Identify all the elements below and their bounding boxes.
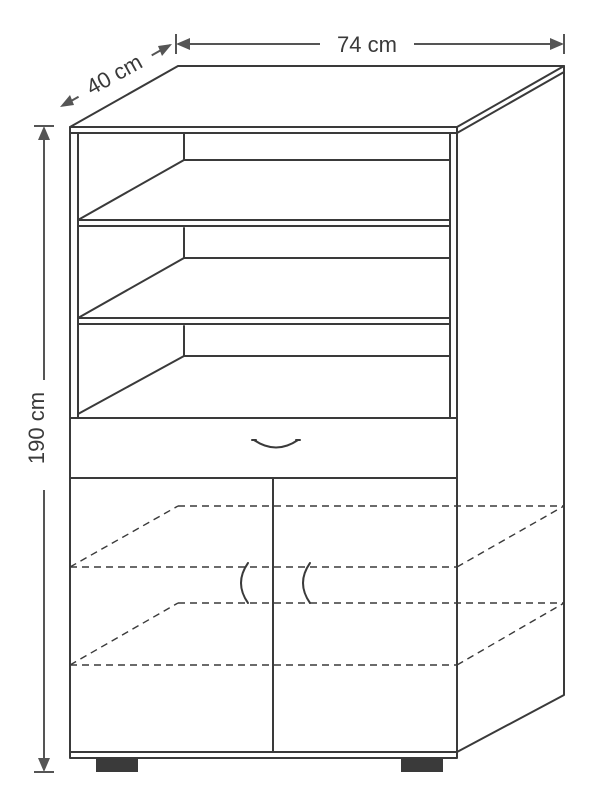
width-arrow-right xyxy=(550,38,564,50)
shelf-3 xyxy=(69,355,458,419)
top-board-front xyxy=(69,126,458,134)
top-surface xyxy=(69,65,565,128)
foot-right xyxy=(401,758,443,772)
door-frame xyxy=(69,477,458,753)
shelf-1 xyxy=(77,159,451,227)
base-board xyxy=(69,751,458,759)
right-side-panel xyxy=(456,71,565,753)
width-arrow-left xyxy=(176,38,190,50)
height-dimension: 190 cm xyxy=(24,125,54,773)
depth-dimension: 40 cm xyxy=(60,39,172,107)
width-dimension: 74 cm xyxy=(175,32,565,57)
left-door-handle xyxy=(240,562,249,604)
hidden-shelves xyxy=(69,505,565,666)
drawer-handle xyxy=(253,439,299,449)
drawer-front xyxy=(69,417,458,479)
depth-arrow-bottom xyxy=(60,95,74,107)
shelf-2 xyxy=(77,257,451,325)
foot-left xyxy=(96,758,138,772)
right-door-handle xyxy=(302,562,311,604)
width-label: 74 cm xyxy=(337,32,397,57)
depth-label-bg xyxy=(69,39,158,107)
doors xyxy=(69,477,458,753)
height-arrow-bottom xyxy=(38,758,50,772)
height-arrow-top xyxy=(38,126,50,140)
depth-arrow-top xyxy=(158,44,172,56)
cabinet xyxy=(69,65,565,772)
height-label: 190 cm xyxy=(24,392,49,464)
drawer xyxy=(69,417,458,479)
